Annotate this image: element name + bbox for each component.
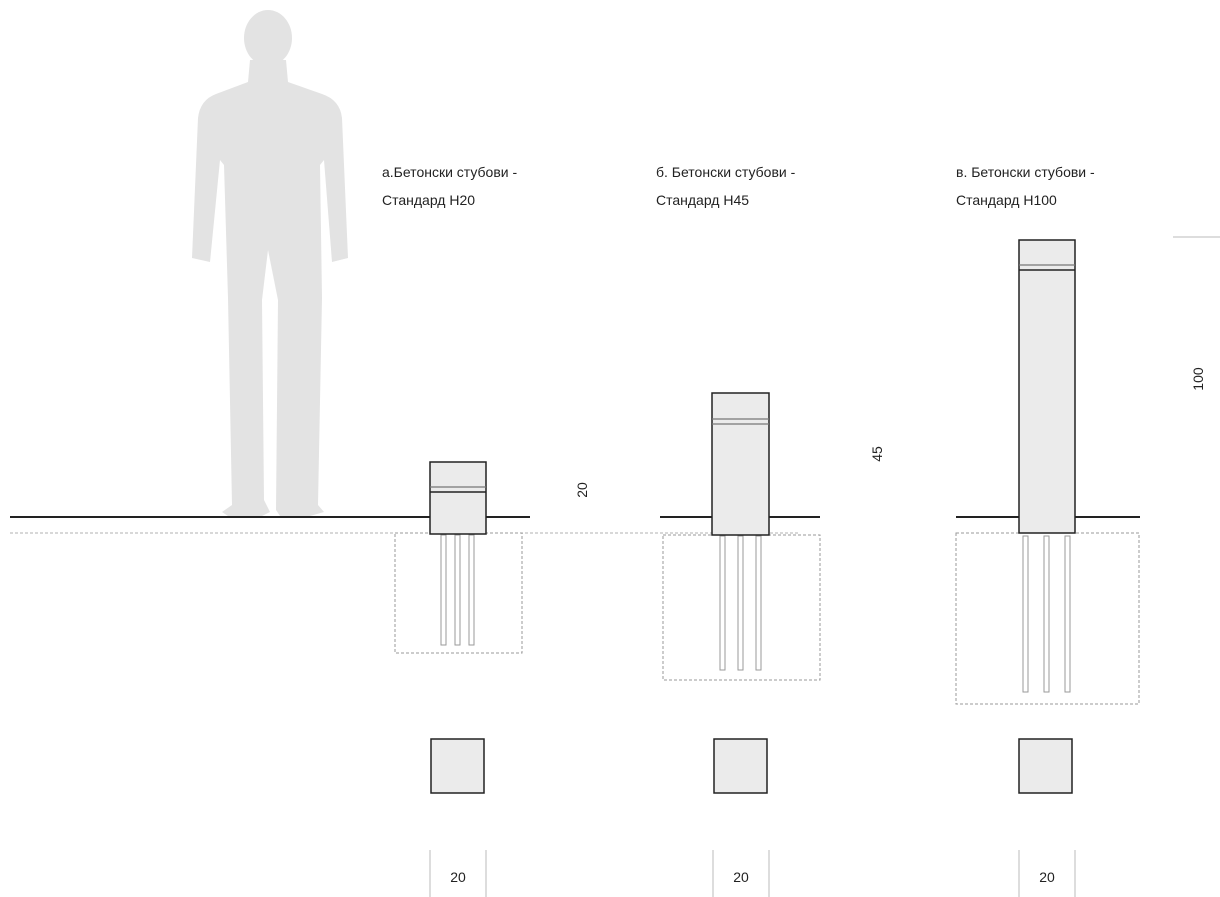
- human-silhouette: [192, 10, 348, 516]
- foundation-c: [955, 532, 1140, 705]
- bollard-a-title-line2: Стандард Н20: [382, 192, 476, 208]
- bollard-c-title-line1: в. Бетонски стубови -: [956, 164, 1095, 180]
- bollard-b-height-label: 45: [869, 446, 885, 462]
- bollard-a: [394, 461, 523, 897]
- bollard-b: [662, 392, 821, 897]
- plan-view-a: [430, 738, 485, 794]
- rebars-a: [440, 534, 475, 646]
- rebars-b: [719, 535, 762, 671]
- post-c: [1018, 239, 1076, 534]
- post-a: [429, 461, 487, 535]
- bollard-a-title: а.Бетонски стубови - Стандард Н20: [382, 158, 517, 214]
- foundation-b: [662, 534, 821, 681]
- bollard-a-title-line1: а.Бетонски стубови -: [382, 164, 518, 180]
- bollard-c-title: в. Бетонски стубови - Стандард Н100: [956, 158, 1095, 214]
- bollard-c-width-label: 20: [1039, 869, 1055, 885]
- bollard-a-height-label: 20: [574, 482, 590, 498]
- foundation-a: [394, 532, 523, 654]
- bollard-b-width-label: 20: [733, 869, 749, 885]
- bollard-b-title-line2: Стандард Н45: [656, 192, 750, 208]
- bollard-c: [955, 239, 1140, 897]
- post-b: [711, 392, 770, 536]
- plan-view-b: [713, 738, 768, 794]
- bollard-a-width-label: 20: [450, 869, 466, 885]
- bollard-b-title-line1: б. Бетонски стубови -: [656, 164, 796, 180]
- rebars-c: [1022, 535, 1071, 693]
- bollard-c-title-line2: Стандард Н100: [956, 192, 1057, 208]
- plan-view-c: [1018, 738, 1073, 794]
- bollard-b-title: б. Бетонски стубови - Стандард Н45: [656, 158, 795, 214]
- bollard-c-height-label: 100: [1190, 367, 1206, 391]
